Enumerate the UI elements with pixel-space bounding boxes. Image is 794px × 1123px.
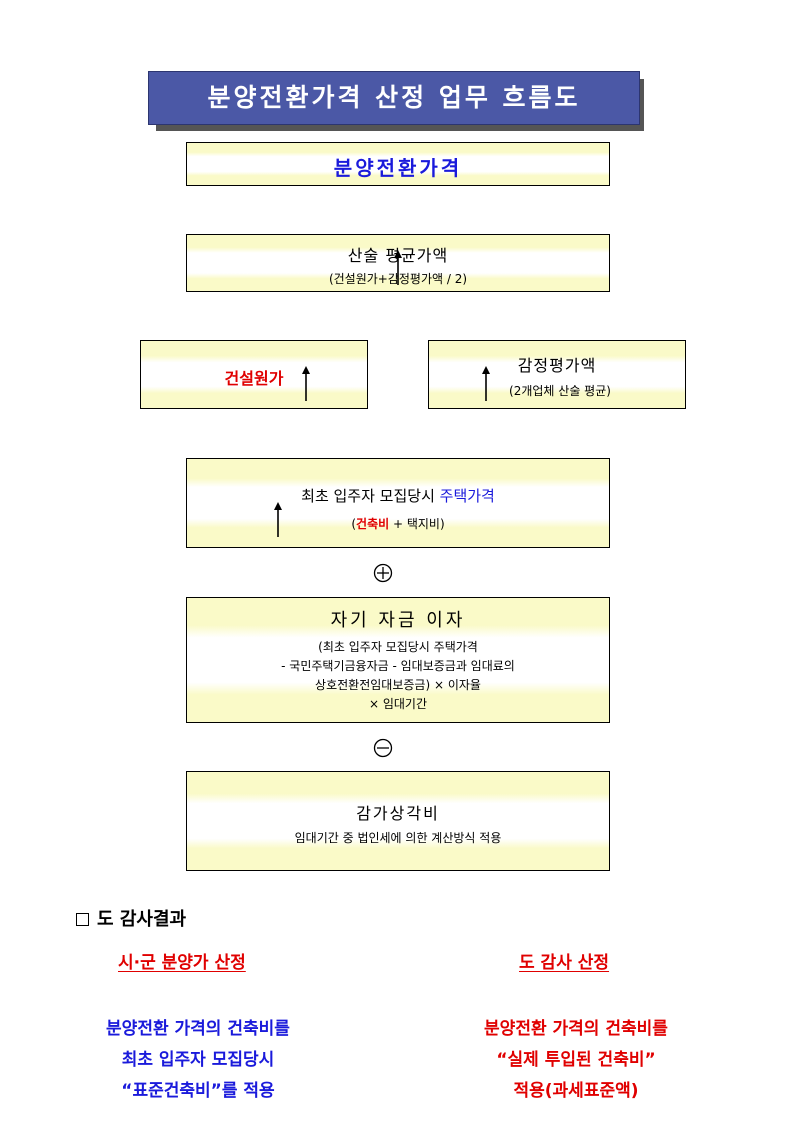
province-audit-calc-text: 분양전환 가격의 건축비를 “실제 투입된 건축비” 적용(과세표준액) — [426, 1014, 726, 1107]
city-county-calc-title: 시·군 분양가 산정 — [118, 953, 246, 973]
box-appraisal-value-note: (2개업체 산술 평균) — [509, 384, 611, 398]
page-title: 분양전환가격 산정 업무 흐름도 — [148, 71, 640, 125]
province-audit-calc-line: 분양전환 가격의 건축비를 — [484, 1019, 668, 1039]
province-audit-calc-line: 적용(과세표준액) — [513, 1081, 639, 1101]
circled-plus-icon — [373, 563, 393, 583]
box-appraisal-value: 감정평가액 (2개업체 산술 평균) — [428, 340, 686, 409]
city-county-calc-line: “표준건축비”를 적용 — [121, 1081, 275, 1101]
city-county-calc-text: 분양전환 가격의 건축비를 최초 입주자 모집당시 “표준건축비”를 적용 — [48, 1014, 348, 1107]
box-appraisal-value-label: 감정평가액 — [517, 356, 597, 375]
audit-heading: 도 감사결과 — [76, 905, 186, 931]
box-initial-housing-price: 최초 입주자 모집당시 주택가격 (건축비 + 택지비) — [186, 458, 610, 548]
city-county-calc-line: 분양전환 가격의 건축비를 — [106, 1019, 290, 1039]
box-own-fund-interest: 자기 자금 이자 (최초 입주자 모집당시 주택가격 - 국민주택기금융자금 -… — [186, 597, 610, 723]
box-construction-cost-label: 건설원가 — [224, 369, 284, 388]
box-own-fund-interest-label: 자기 자금 이자 — [330, 610, 466, 631]
up-arrow-icon — [394, 250, 402, 285]
box-construction-cost: 건설원가 — [140, 340, 368, 409]
province-audit-calc-line: “실제 투입된 건축비” — [496, 1050, 656, 1070]
box-depreciation-note: 임대기간 중 법인세에 의한 계산방식 적용 — [294, 831, 502, 845]
box-own-fund-interest-line3: 상호전환전임대보증금) × 이자율 — [315, 678, 481, 692]
box-initial-housing-price-formula: (건축비 + 택지비) — [351, 517, 445, 531]
box-depreciation-label: 감가상각비 — [356, 804, 440, 823]
up-arrow-icon — [274, 502, 282, 537]
up-arrow-icon — [482, 366, 490, 401]
box-conversion-price-label: 분양전환가격 — [333, 156, 463, 180]
up-arrow-icon — [302, 366, 310, 401]
box-conversion-price: 분양전환가격 — [186, 142, 610, 186]
box-own-fund-interest-line1: (최초 입주자 모집당시 주택가격 — [318, 640, 478, 654]
city-county-calc-line: 최초 입주자 모집당시 — [121, 1050, 275, 1070]
box-own-fund-interest-line4: × 임대기간 — [368, 697, 428, 711]
province-audit-calc-title: 도 감사 산정 — [519, 953, 610, 973]
circled-minus-icon — [373, 738, 393, 758]
box-own-fund-interest-line2: - 국민주택기금융자금 - 임대보증금과 임대료의 — [281, 659, 515, 673]
box-arithmetic-average: 산술 평균가액 (건설원가+감정평가액 / 2) — [186, 234, 610, 292]
box-initial-housing-price-label: 최초 입주자 모집당시 주택가격 — [301, 487, 495, 505]
box-depreciation: 감가상각비 임대기간 중 법인세에 의한 계산방식 적용 — [186, 771, 610, 871]
checkbox-square-icon — [76, 913, 89, 926]
